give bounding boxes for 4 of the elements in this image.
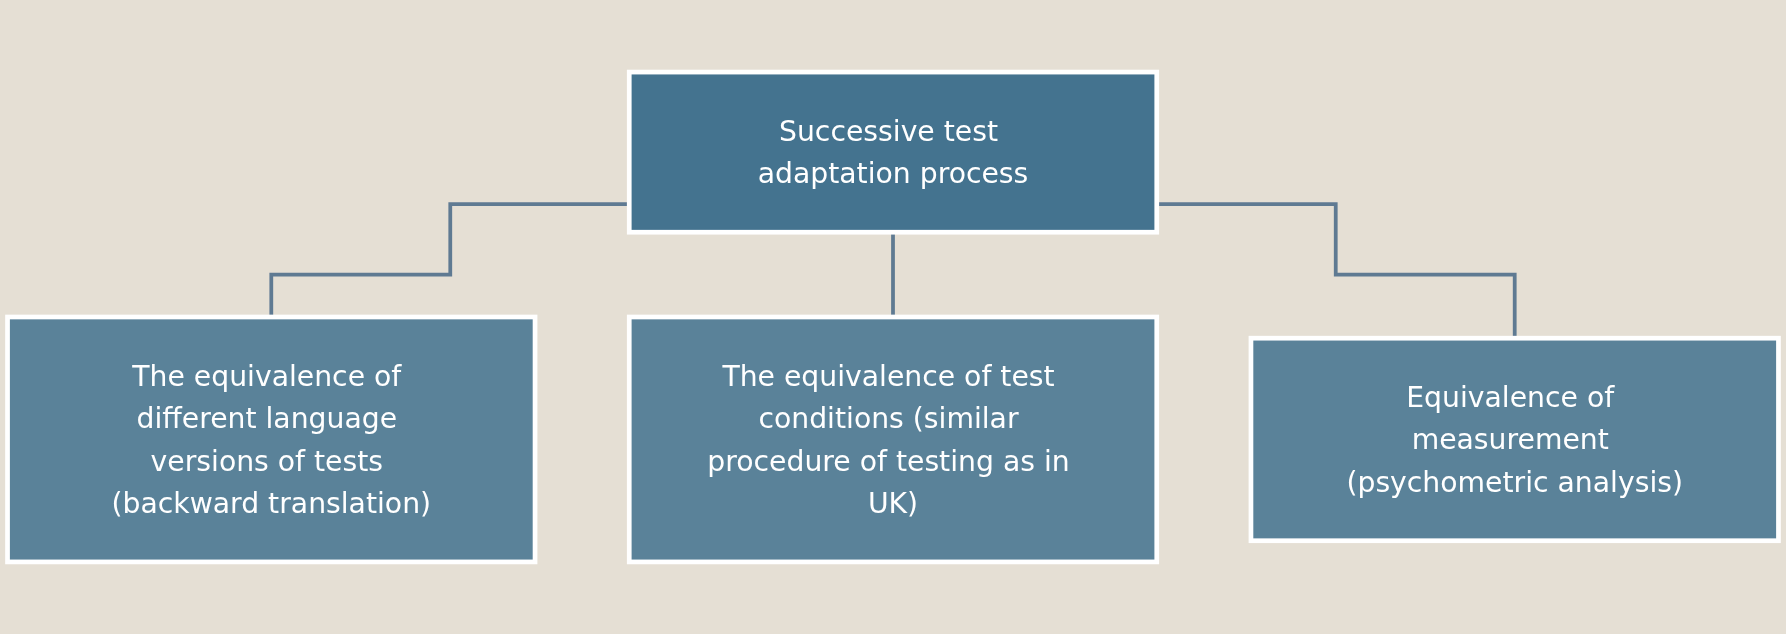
node-box: The equivalence of different language versions of tests (backward translation) [5, 314, 538, 565]
node-box: Equivalence of measurement (psychometric analysis) [1248, 335, 1781, 544]
node-box: The equivalence of test conditions (similar procedure of testing as in UK) [626, 314, 1160, 565]
node-box: Successive test adaptation process [626, 69, 1160, 235]
